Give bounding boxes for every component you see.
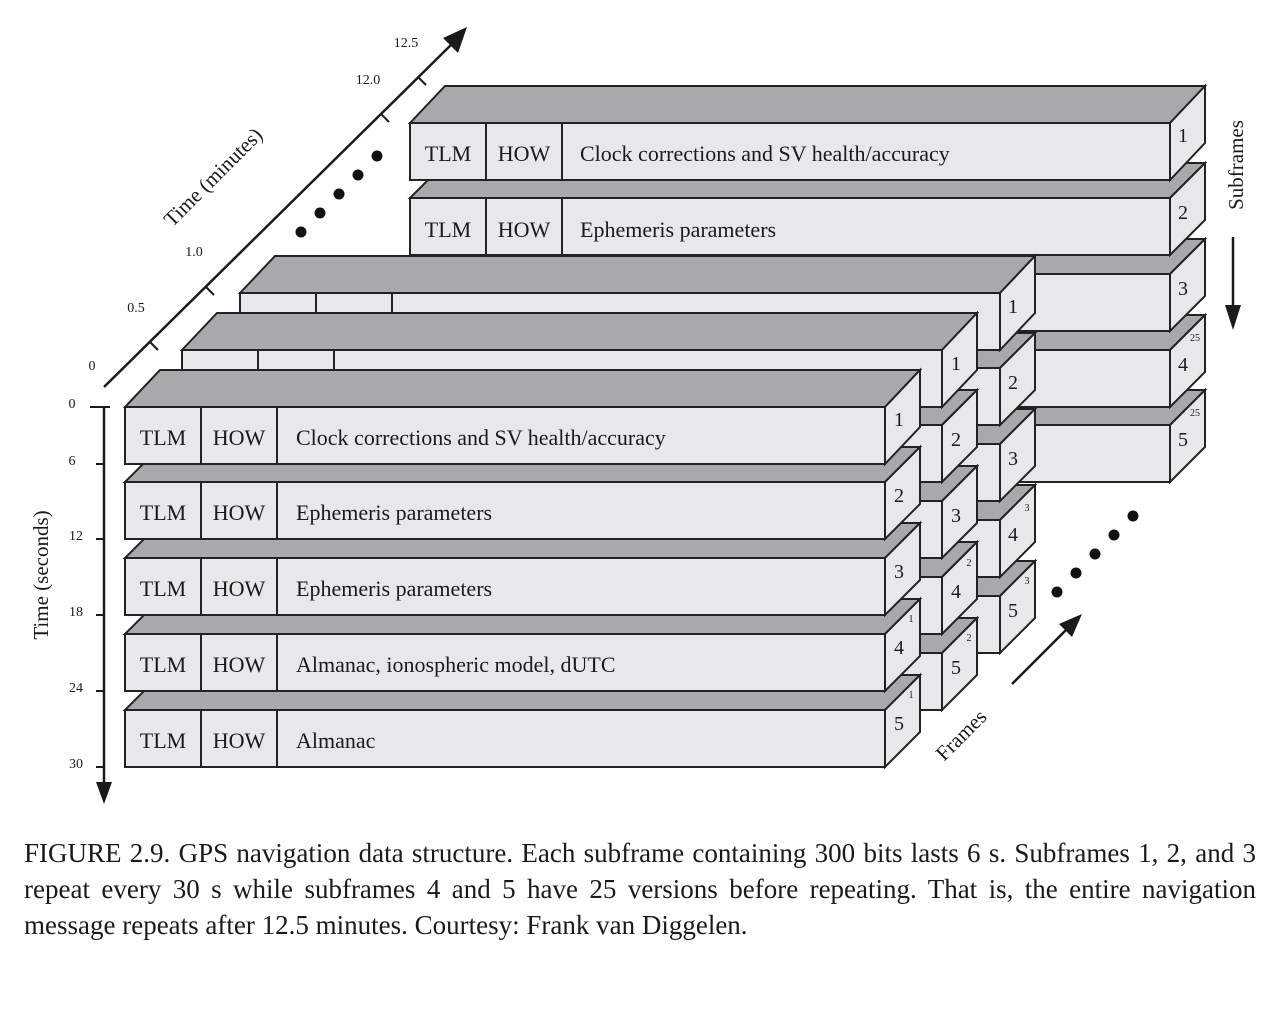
subframe-content: Almanac — [296, 728, 376, 753]
tlm-label: TLM — [140, 425, 186, 450]
subframe-number: 4 — [951, 581, 961, 603]
seconds-tick: 0 — [69, 397, 76, 412]
subframe-number: 2 — [1178, 202, 1188, 224]
minutes-tick: 0 — [89, 359, 96, 374]
seconds-tick: 18 — [69, 605, 83, 620]
page-version: 25 — [1190, 333, 1200, 344]
minutes-tick: 1.0 — [185, 245, 203, 260]
subframe-content: Ephemeris parameters — [296, 500, 492, 525]
minutes-axis-title: Time (minutes) — [159, 123, 267, 231]
page-version: 1 — [909, 614, 914, 625]
subframe-number: 1 — [894, 409, 904, 431]
subframe-number: 3 — [894, 561, 904, 583]
how-label: HOW — [498, 217, 551, 242]
how-label: HOW — [213, 500, 266, 525]
subframe-content: Ephemeris parameters — [296, 576, 492, 601]
tlm-label: TLM — [140, 500, 186, 525]
how-label: HOW — [213, 425, 266, 450]
figure-caption: FIGURE 2.9. GPS navigation data structur… — [24, 838, 1256, 940]
subframe-number: 2 — [894, 485, 904, 507]
tlm-label: TLM — [425, 141, 471, 166]
page-version: 2 — [967, 558, 972, 569]
subframe-number: 5 — [894, 713, 904, 735]
subframe-number: 1 — [951, 353, 961, 375]
seconds-axis: 0 6 12 18 24 30 Time (seconds) — [29, 397, 112, 804]
tlm-label: TLM — [140, 728, 186, 753]
subframe-number: 3 — [1008, 448, 1018, 470]
how-label: HOW — [213, 576, 266, 601]
seconds-axis-title: Time (seconds) — [29, 510, 53, 639]
seconds-tick: 6 — [69, 454, 76, 469]
subframe-content: Ephemeris parameters — [580, 217, 776, 242]
frames-axis-title: Frames — [931, 705, 992, 766]
frames-axis-arrowhead — [1059, 614, 1082, 637]
subframe-number: 3 — [1178, 278, 1188, 300]
subframe-number: 5 — [951, 657, 961, 679]
subframe-number: 1 — [1008, 296, 1018, 318]
how-label: HOW — [213, 652, 266, 677]
seconds-tick: 24 — [69, 681, 83, 696]
minutes-axis-arrowhead — [443, 27, 467, 53]
page-version: 3 — [1025, 503, 1030, 514]
frames-ellipsis-dots — [1051, 510, 1139, 598]
minutes-tick: 12.5 — [394, 36, 419, 51]
tlm-label: TLM — [140, 652, 186, 677]
subframe-number: 4 — [1178, 354, 1188, 376]
subframe-content: Clock corrections and SV health/accuracy — [580, 141, 950, 166]
tlm-label: TLM — [140, 576, 186, 601]
page-version: 2 — [967, 633, 972, 644]
subframe-number: 2 — [1008, 372, 1018, 394]
subframe-number: 1 — [1178, 125, 1188, 147]
page-version: 25 — [1190, 408, 1200, 419]
how-label: HOW — [213, 728, 266, 753]
subframe-content: Clock corrections and SV health/accuracy — [296, 425, 666, 450]
subframes-axis: Subframes — [1224, 120, 1248, 330]
subframes-axis-arrowhead — [1225, 305, 1241, 330]
how-label: HOW — [498, 141, 551, 166]
subframes-axis-title: Subframes — [1224, 120, 1248, 210]
subframe-content: Almanac, ionospheric model, dUTC — [296, 652, 616, 677]
subframe-number: 2 — [951, 429, 961, 451]
frame-front: TLM HOW Almanac 5 1 TLM HOW Almanac, ion… — [122, 367, 923, 770]
gps-navigation-data-diagram: 5 25 4 25 3 TLM HOW Ephemeris parameters… — [29, 27, 1248, 804]
seconds-tick: 30 — [69, 757, 83, 772]
subframe-number: 4 — [1008, 524, 1018, 546]
page-version: 1 — [909, 690, 914, 701]
seconds-tick: 12 — [69, 529, 83, 544]
subframe-number: 3 — [951, 505, 961, 527]
tlm-label: TLM — [425, 217, 471, 242]
minutes-tick: 0.5 — [127, 301, 145, 316]
seconds-axis-arrowhead — [96, 782, 112, 804]
subframe-number: 5 — [1178, 429, 1188, 451]
subframe-number: 4 — [894, 637, 904, 659]
page-version: 3 — [1025, 576, 1030, 587]
minutes-ellipsis-dots — [295, 150, 383, 238]
subframe-number: 5 — [1008, 600, 1018, 622]
minutes-tick: 12.0 — [356, 73, 381, 88]
